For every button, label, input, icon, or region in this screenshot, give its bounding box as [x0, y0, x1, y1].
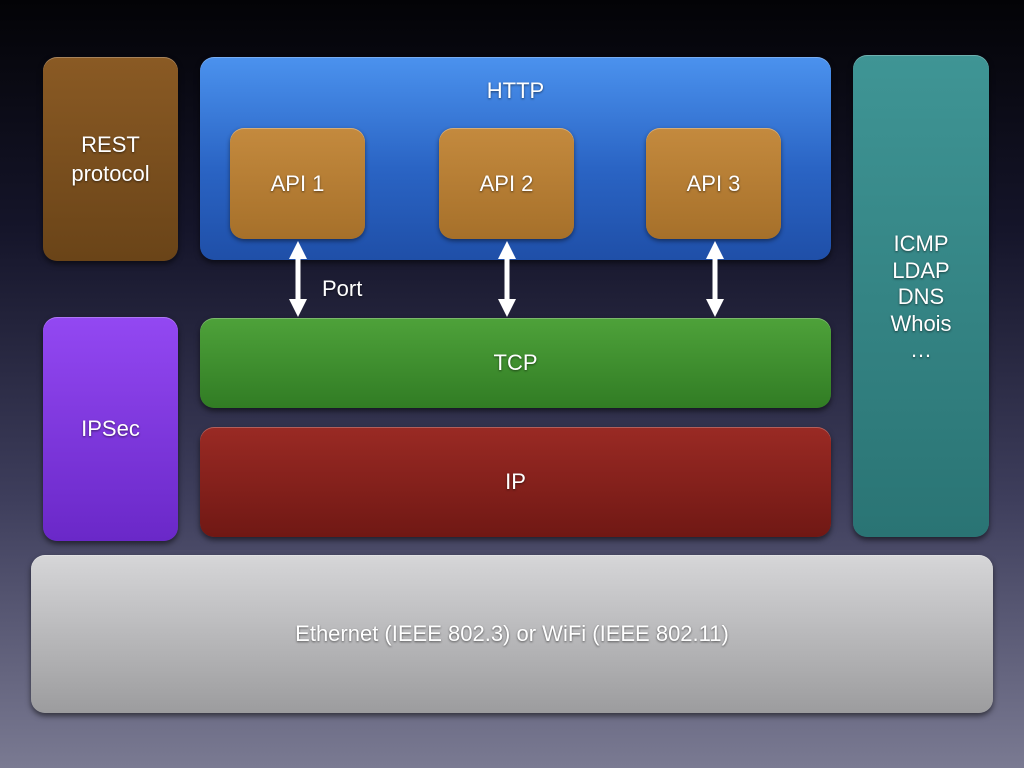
- protocol-dns: DNS: [897, 284, 945, 309]
- tcp-layer-box: TCP: [200, 318, 831, 408]
- http-label: HTTP: [486, 78, 545, 103]
- api-3-label: API 3: [686, 170, 741, 196]
- port-label: Port: [322, 276, 363, 301]
- ip-layer-box: IP: [200, 427, 831, 537]
- rest-label-line-2: protocol: [71, 161, 150, 186]
- protocol-whois: Whois: [890, 310, 952, 336]
- link-layer-label: Ethernet (IEEE 802.3) or WiFi (IEEE 802.…: [295, 621, 729, 646]
- protocol-ldap: LDAP: [892, 257, 950, 283]
- http-layer-box: HTTP API 1 API 2 API 3: [200, 57, 831, 260]
- tcp-label: TCP: [493, 350, 538, 375]
- rest-label-line-1: REST: [81, 132, 140, 157]
- link-layer-box: Ethernet (IEEE 802.3) or WiFi (IEEE 802.…: [31, 555, 993, 713]
- protocol-icmp: ICMP: [893, 231, 949, 256]
- ipsec-box: IPSec: [43, 317, 178, 541]
- ipsec-label: IPSec: [81, 416, 140, 441]
- other-protocols-box: ICMP LDAP DNS Whois …: [853, 55, 989, 537]
- api-1-label: API 1: [270, 170, 325, 196]
- api-3-box: API 3: [646, 128, 781, 239]
- api-2-box: API 2: [439, 128, 574, 239]
- rest-protocol-box: REST protocol: [43, 57, 178, 261]
- ip-label: IP: [505, 469, 526, 494]
- protocol-ellipsis: …: [910, 337, 932, 362]
- api-1-box: API 1: [230, 128, 365, 239]
- api-2-label: API 2: [479, 170, 534, 196]
